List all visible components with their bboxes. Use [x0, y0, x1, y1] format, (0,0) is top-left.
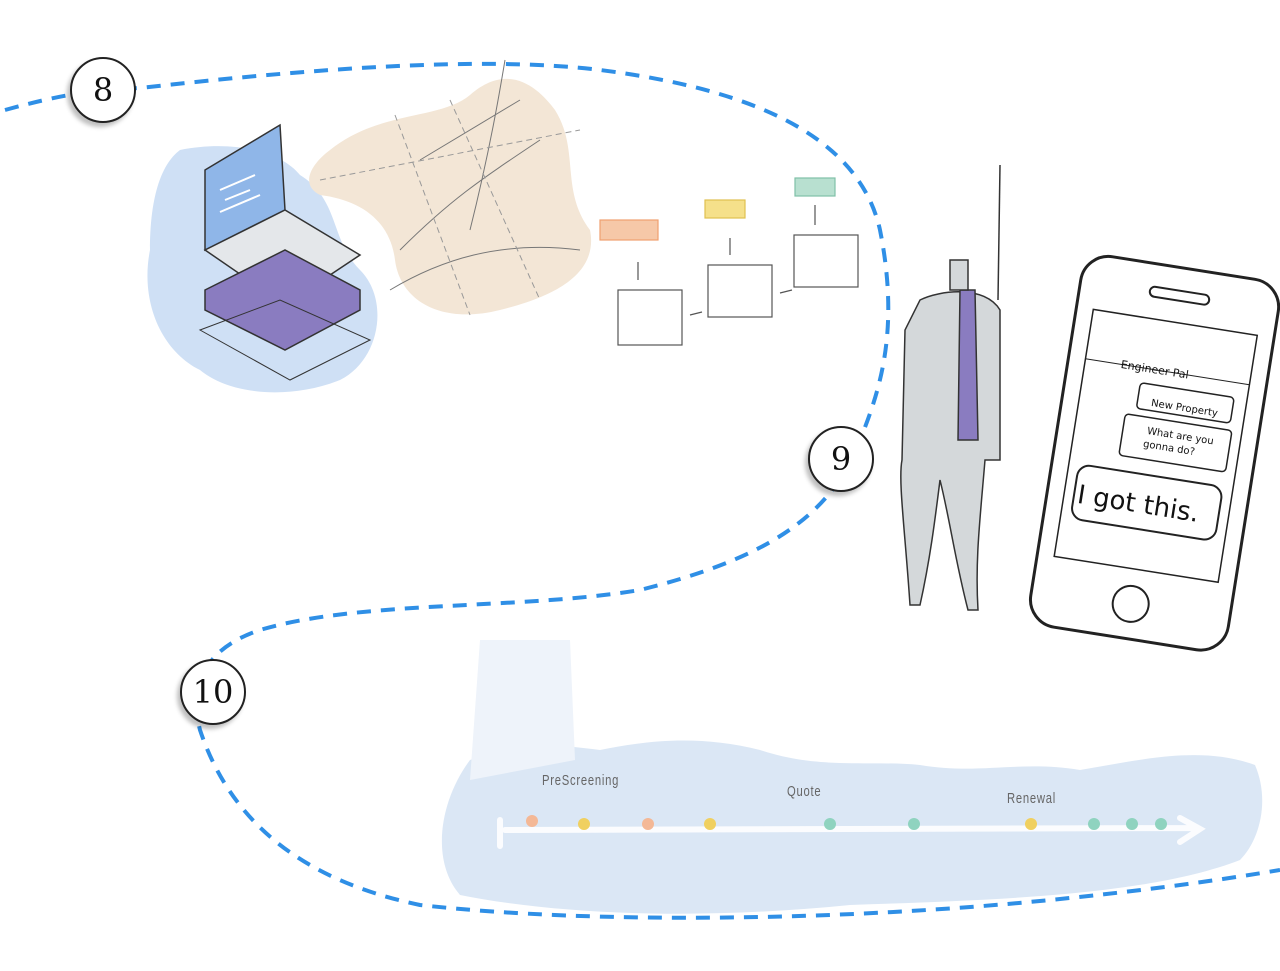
journey-path: [4, 61, 1280, 920]
flow-diagram: [599, 177, 859, 346]
timeline-dot: [704, 818, 716, 830]
stage-label-prescreening: PreScreening: [542, 772, 620, 789]
step-badge-9: 9: [808, 426, 874, 492]
timeline-dot: [824, 818, 836, 830]
step-number: 9: [830, 440, 852, 478]
chart-lines: [389, 59, 581, 291]
timeline-dots: [526, 815, 1167, 830]
chart-watercolor: [309, 78, 592, 315]
chart-grid: [319, 99, 581, 316]
laptop-icon: [198, 123, 372, 381]
timeline-arrow: [497, 815, 1206, 849]
step-number: 10: [192, 673, 234, 711]
timeline-watercolor-fade: [470, 640, 575, 780]
phone-icon: [1028, 254, 1280, 652]
timeline-dot: [1025, 818, 1037, 830]
timeline-dot: [1088, 818, 1100, 830]
stage-label-quote: Quote: [787, 783, 822, 800]
timeline-dot: [1126, 818, 1138, 830]
timeline-dot: [908, 818, 920, 830]
step-number: 8: [92, 71, 114, 109]
stage-label-renewal: Renewal: [1007, 790, 1057, 807]
step-badge-8: 8: [70, 57, 136, 123]
timeline-dot: [578, 818, 590, 830]
timeline-dot: [526, 815, 538, 827]
step-badge-10: 10: [180, 659, 246, 725]
person-legs-icon: [900, 164, 1001, 611]
timeline-dot: [1155, 818, 1167, 830]
timeline-dot: [642, 818, 654, 830]
